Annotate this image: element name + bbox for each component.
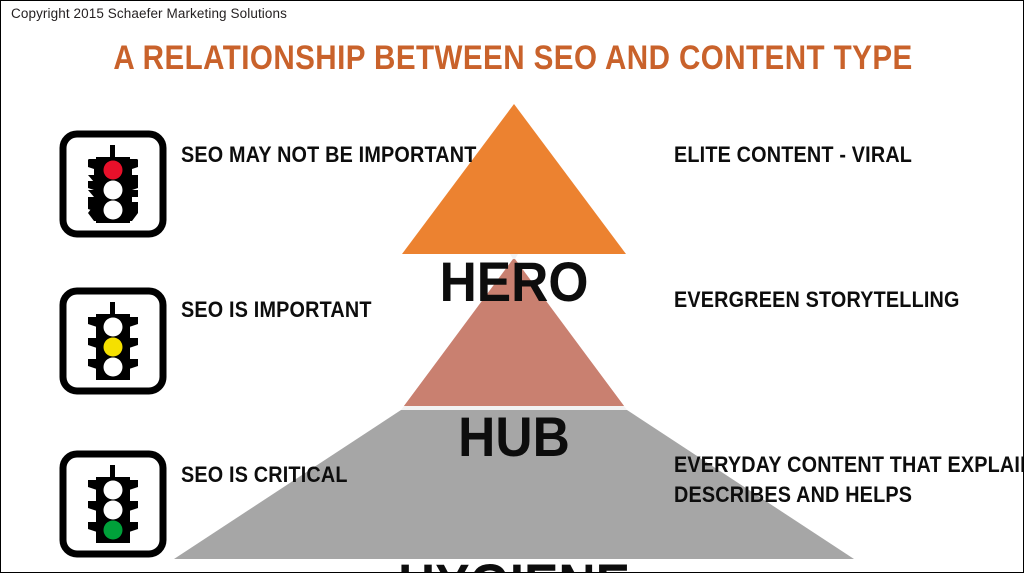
callout-right-hygiene: EVERYDAY CONTENT THAT EXPLAINS, DESCRIBE… xyxy=(674,450,1024,510)
pyramid-diagram: HERO HUB HYGIENE xyxy=(174,104,854,572)
callout-right-hero: ELITE CONTENT - VIRAL xyxy=(674,142,913,167)
callout-left-hero: SEO MAY NOT BE IMPORTANT xyxy=(181,142,477,167)
page-title: A RELATIONSHIP BETWEEN SEO AND CONTENT T… xyxy=(113,39,913,77)
traffic-light-yellow-icon xyxy=(58,286,168,396)
signal-lamp-green-off xyxy=(103,200,123,220)
signal-lamp-red-off xyxy=(103,317,123,337)
copyright-notice: Copyright 2015 Schaefer Marketing Soluti… xyxy=(11,6,287,21)
pyramid-divider-upper xyxy=(510,254,518,259)
callout-left-hub: SEO IS IMPORTANT xyxy=(181,297,372,322)
signal-lamp-amber-off xyxy=(103,500,123,520)
callout-right-hub: EVERGREEN STORYTELLING xyxy=(674,287,960,312)
signal-lamp-red-off xyxy=(103,480,123,500)
pyramid-divider-lower xyxy=(401,406,627,410)
pyramid-label-hygiene: HYGIENE xyxy=(201,551,827,572)
traffic-light-green-icon xyxy=(58,449,168,559)
callout-left-hygiene: SEO IS CRITICAL xyxy=(181,462,348,487)
pyramid-label-hub: HUB xyxy=(458,405,570,468)
traffic-light-red-icon xyxy=(58,129,168,239)
pyramid-label-hero: HERO xyxy=(439,250,589,313)
signal-lamp-amber xyxy=(103,337,123,357)
callout-right-hygiene-line1: EVERYDAY CONTENT THAT EXPLAINS, xyxy=(674,452,1024,477)
signal-lamp-green xyxy=(103,520,123,540)
pyramid-level-hygiene xyxy=(174,410,854,559)
pyramid-level-hub-body xyxy=(404,259,624,406)
signal-lamp-red xyxy=(103,160,123,180)
signal-lamp-amber-off xyxy=(103,180,123,200)
callout-right-hygiene-line2: DESCRIBES AND HELPS xyxy=(674,482,913,507)
pyramid-level-hero xyxy=(402,104,626,254)
signal-lamp-green-off xyxy=(103,357,123,377)
